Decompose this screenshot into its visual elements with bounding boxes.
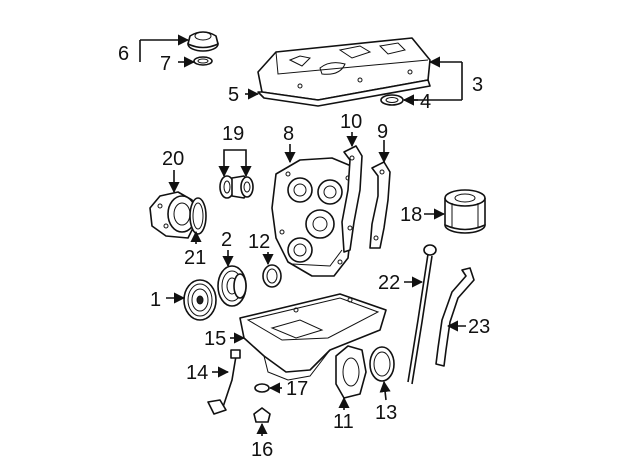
callout-18: 18 xyxy=(400,204,422,226)
callout-14: 14 xyxy=(186,362,208,384)
water-outlet xyxy=(219,175,254,199)
callout-4: 4 xyxy=(420,91,431,113)
rear-main-seal xyxy=(369,346,395,382)
oil-level-sensor xyxy=(207,349,241,415)
water-pump-assembly xyxy=(149,191,207,239)
callout-5: 5 xyxy=(228,84,239,106)
valve-cover-gasket xyxy=(257,79,431,107)
spark-plug-tube-seal xyxy=(380,94,404,106)
timing-cover xyxy=(271,157,359,277)
harmonic-balancer xyxy=(183,279,217,321)
timing-cover-gasket-left xyxy=(341,145,363,253)
timing-cover-gasket-right xyxy=(369,161,391,249)
callout-22: 22 xyxy=(378,272,400,294)
drain-plug xyxy=(253,407,271,423)
oil-dipstick xyxy=(407,244,437,385)
callout-23: 23 xyxy=(468,316,490,338)
callout-21: 21 xyxy=(184,247,206,269)
callout-19: 19 xyxy=(222,123,244,145)
oil-pan xyxy=(239,293,387,381)
callout-12: 12 xyxy=(248,231,270,253)
drain-plug-gasket xyxy=(254,383,270,393)
callout-7: 7 xyxy=(160,53,171,75)
valve-cover xyxy=(257,37,431,101)
callout-16: 16 xyxy=(251,439,273,461)
callout-17: 17 xyxy=(286,378,308,400)
callout-20: 20 xyxy=(162,148,184,170)
callout-6: 6 xyxy=(118,43,129,65)
callout-15: 15 xyxy=(204,328,226,350)
callout-8: 8 xyxy=(283,123,294,145)
callout-13: 13 xyxy=(375,402,397,424)
callout-1: 1 xyxy=(150,289,161,311)
callout-10: 10 xyxy=(340,111,362,133)
oil-filter xyxy=(444,189,486,234)
callout-11: 11 xyxy=(333,411,354,433)
crankshaft-front-seal xyxy=(262,264,282,288)
rear-seal-retainer xyxy=(335,345,367,399)
callout-3: 3 xyxy=(472,74,483,96)
cap-gasket xyxy=(193,56,213,66)
dipstick-tube xyxy=(435,267,475,367)
crankshaft-pulley xyxy=(217,265,247,307)
callout-9: 9 xyxy=(377,121,388,143)
oil-filler-cap xyxy=(187,31,219,52)
callout-2: 2 xyxy=(221,229,232,251)
